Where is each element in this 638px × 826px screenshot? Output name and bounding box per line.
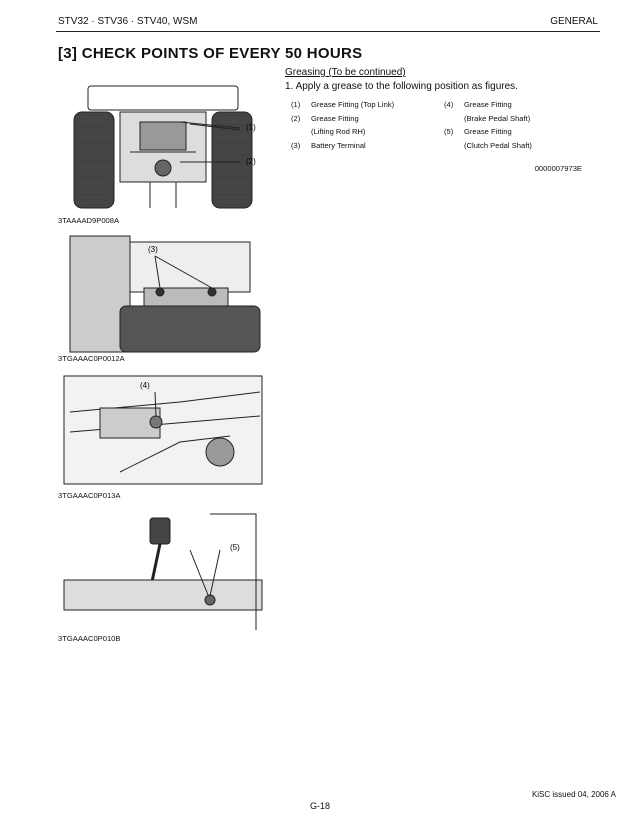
legend-num [444, 139, 464, 153]
callout-label: (3) [148, 245, 158, 254]
legend-text: Grease Fitting [464, 100, 512, 109]
subtitle: Greasing (To be continued) [285, 67, 406, 78]
figure-caption: 3TGAAAC0P010B [58, 634, 121, 643]
clutch-pedal-illustration: (5) [63, 513, 263, 630]
legend-text: Grease Fitting (Top Link) [311, 100, 395, 109]
legend-num [444, 112, 464, 126]
legend-num: (5) [444, 127, 454, 136]
legend-text: (Clutch Pedal Shaft) [464, 140, 532, 150]
legend-num: (3) [291, 140, 301, 150]
figure-rear-tractor: (1) (2) [60, 82, 266, 212]
callout-label: (2) [246, 157, 256, 166]
legend-text: (Brake Pedal Shaft) [464, 113, 531, 123]
legend-num: (4) [444, 100, 454, 109]
legend-text: Grease Fitting [311, 113, 359, 123]
figure-caption: 3TGAAAC0P013A [58, 491, 121, 500]
legend-text: (Lifting Rod RH) [311, 127, 366, 136]
callout-label: (4) [140, 381, 150, 390]
instruction-step: 1. Apply a grease to the following posit… [285, 81, 518, 92]
legend-right: (4) Grease Fitting (Brake Pedal Shaft) (5… [444, 98, 532, 152]
figure-brake-pedal: (4) [60, 372, 266, 488]
battery-illustration: (3) [69, 235, 261, 353]
section-title: [3] CHECK POINTS OF EVERY 50 HOURS [58, 45, 363, 62]
legend-left: (1) Grease Fitting (Top Link) (2) Grease F… [291, 98, 394, 152]
document-code: 0000007973E [534, 164, 582, 173]
legend-text: Grease Fitting [464, 127, 512, 136]
figure-clutch-pedal: (5) [60, 510, 266, 632]
header-models: STV32 · STV36 · STV40, WSM [58, 16, 198, 27]
legend-text: Battery Terminal [311, 140, 366, 150]
legend-num: (2) [291, 113, 301, 123]
header-section: GENERAL [550, 16, 598, 27]
figure-caption: 3TGAAAC0P0012A [58, 354, 125, 363]
callout-label: (1) [246, 123, 256, 132]
footer-issue: KiSC issued 04, 2006 A [531, 790, 616, 799]
rear-tractor-illustration: (1) (2) [73, 85, 256, 209]
figure-caption: 3TAAAAD9P008A [58, 216, 120, 225]
header-rule [56, 31, 600, 32]
legend-num: (1) [291, 100, 301, 109]
page-number: G-18 [310, 801, 331, 811]
legend-num [291, 125, 311, 139]
figure-battery: (3) [60, 232, 266, 356]
brake-pedal-illustration: (4) [63, 375, 263, 485]
callout-label: (5) [230, 543, 240, 552]
